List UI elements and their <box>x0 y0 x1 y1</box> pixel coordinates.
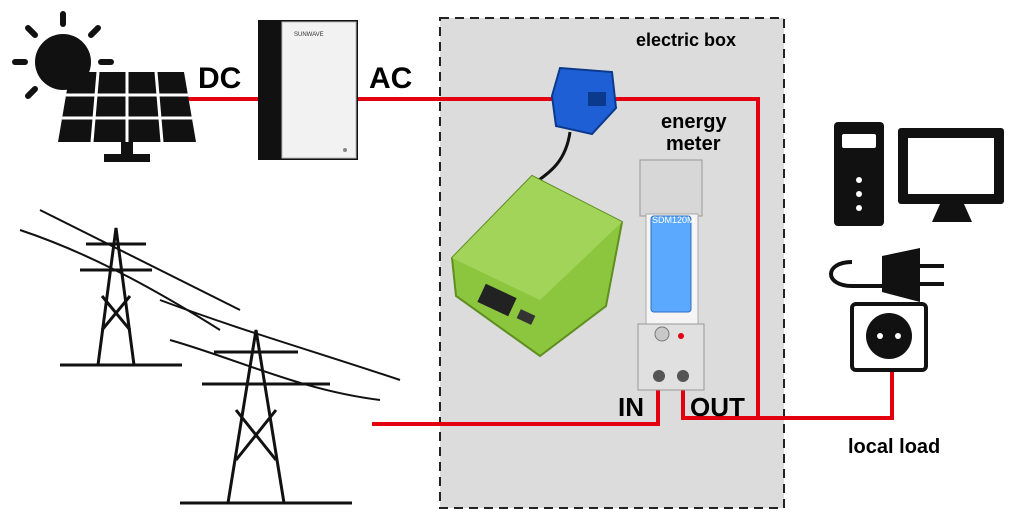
controller-box-icon <box>450 174 624 358</box>
dc-label: DC <box>198 62 242 95</box>
ac-label: AC <box>369 62 413 95</box>
socket-icon <box>850 302 928 372</box>
meter-model-label: SDM120M <box>652 215 695 225</box>
monitor-icon <box>898 128 1004 222</box>
local-load-label: local load <box>848 436 941 458</box>
pc-tower-icon <box>834 122 884 226</box>
wire-ac <box>358 97 760 418</box>
out-label: OUT <box>690 392 745 422</box>
in-label: IN <box>618 392 644 422</box>
energy-meter-icon <box>637 159 705 391</box>
inverter-icon <box>258 20 358 160</box>
plug-icon <box>829 248 944 302</box>
wire-meter-out <box>681 368 894 420</box>
pylon-icon <box>19 209 241 367</box>
current-clamp-icon <box>529 66 618 188</box>
electric-box-label: electric box <box>636 30 737 50</box>
energy-meter-label-line2: meter <box>666 133 721 155</box>
wires <box>178 97 894 426</box>
pylon-icon <box>159 299 401 505</box>
wire-grid-in <box>372 388 660 426</box>
inverter-brand-label: SUNWAVE <box>294 32 324 38</box>
energy-meter-label-line1: energy <box>661 111 727 133</box>
solar-panel-icon <box>58 71 196 162</box>
